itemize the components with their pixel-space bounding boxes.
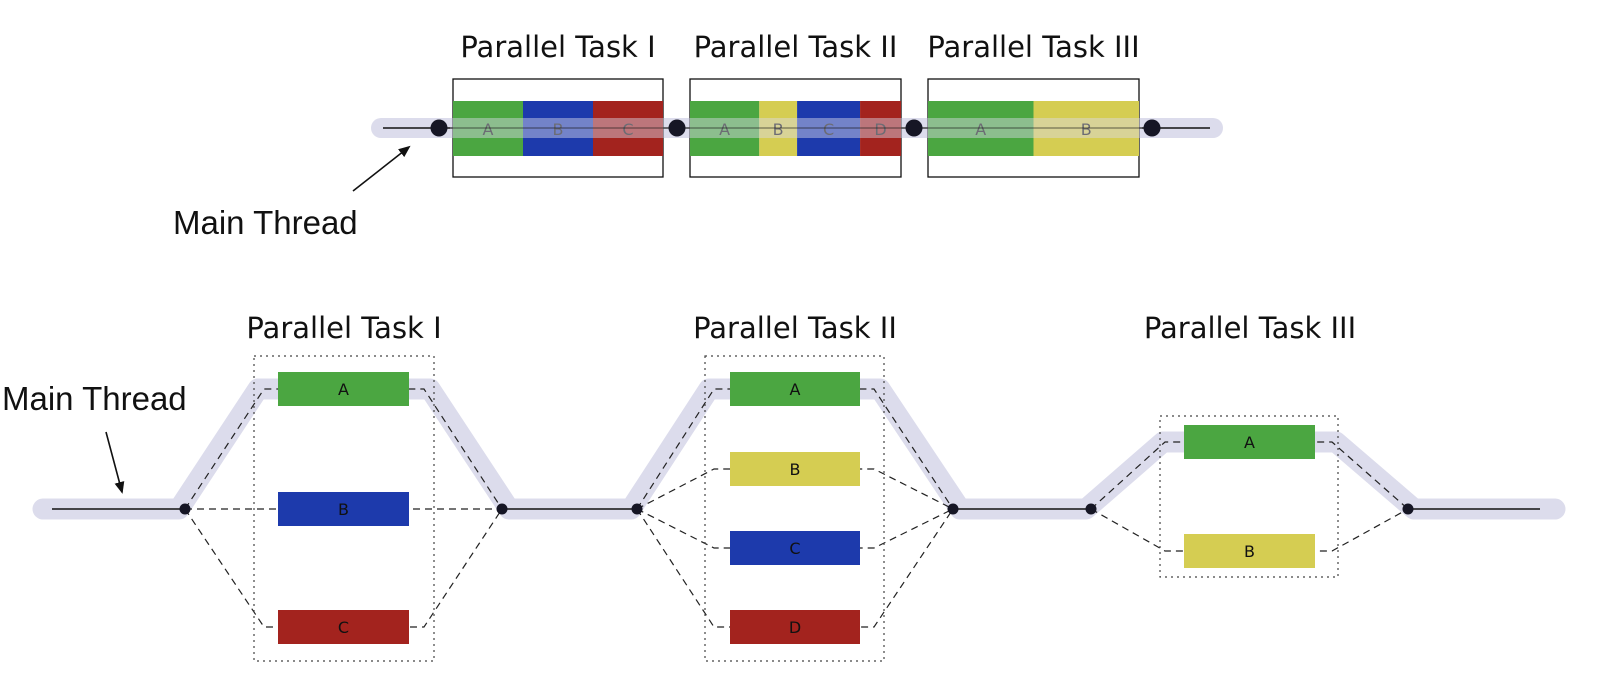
sequential-execution-diagram: Parallel Task I A B C Parallel Task II A B C D Pa… [173, 30, 1223, 241]
join-node [496, 503, 508, 515]
fork-join-nodes [179, 503, 1414, 515]
sync-node [1143, 119, 1161, 137]
task-box [253, 355, 435, 662]
task-title: Parallel Task III [1144, 311, 1356, 345]
thread-bar-c [278, 610, 409, 644]
thread-bar-b [1184, 534, 1315, 568]
main-thread-arrow [105, 431, 125, 494]
join-node [947, 503, 959, 515]
sync-node [905, 119, 923, 137]
thread-line-c [636, 508, 954, 549]
thread-label: A [338, 380, 349, 399]
thread-bar-c [730, 531, 860, 565]
thread-line-c [184, 508, 503, 628]
thread-lines [52, 388, 1540, 628]
thread-bar-a [1184, 425, 1315, 459]
segment-label: A [719, 120, 730, 139]
segment-label: B [553, 120, 564, 139]
thread-bar-a [278, 372, 409, 406]
thread-bar-b [278, 492, 409, 526]
thread-line-a [184, 388, 503, 510]
sync-node [668, 119, 686, 137]
task-title: Parallel Task I [460, 30, 655, 64]
main-thread-label: Main Thread [2, 380, 187, 417]
sequential-task-group: Parallel Task I A B C Parallel Task II A B C D Pa… [450, 30, 1142, 178]
fork-node [631, 503, 643, 515]
thread-line-b [636, 468, 954, 510]
main-thread-arrow [352, 145, 411, 192]
sequential-sync-nodes [430, 119, 1161, 137]
segment-label: C [622, 120, 633, 139]
thread-label: C [338, 618, 349, 637]
segment-label: A [975, 120, 986, 139]
thread-bar-d [730, 610, 860, 644]
task-titles: Parallel Task I Parallel Task II Parallel … [246, 311, 1356, 345]
task-title: Parallel Task I [246, 311, 441, 345]
fork-node [1085, 503, 1097, 515]
segment-label: B [773, 120, 784, 139]
main-thread-label: Main Thread [173, 204, 358, 241]
thread-bar-a [730, 372, 860, 406]
segment-label: A [483, 120, 494, 139]
thread-label: A [1244, 433, 1255, 452]
segment-label: C [823, 120, 834, 139]
task-boxes: A B C A B C D A B [253, 355, 1339, 662]
thread-label: B [338, 500, 349, 519]
thread-line-d [636, 508, 954, 628]
thread-label: A [790, 380, 801, 399]
thread-bar-b [730, 452, 860, 486]
main-thread-band [32, 378, 1566, 520]
thread-label: B [1244, 542, 1255, 561]
task-title: Parallel Task III [927, 30, 1139, 64]
thread-line-a [636, 388, 954, 510]
sync-node [430, 119, 448, 137]
thread-label: D [789, 618, 801, 637]
main-thread-band-path [32, 378, 1566, 520]
task-title: Parallel Task II [694, 30, 898, 64]
segment-label: D [874, 120, 886, 139]
task-title: Parallel Task II [693, 311, 897, 345]
task-box [704, 355, 885, 662]
thread-label: B [790, 460, 801, 479]
task-box [1159, 415, 1339, 578]
fork-node [179, 503, 191, 515]
join-node [1402, 503, 1414, 515]
thread-label: C [789, 539, 800, 558]
segment-label: B [1081, 120, 1092, 139]
